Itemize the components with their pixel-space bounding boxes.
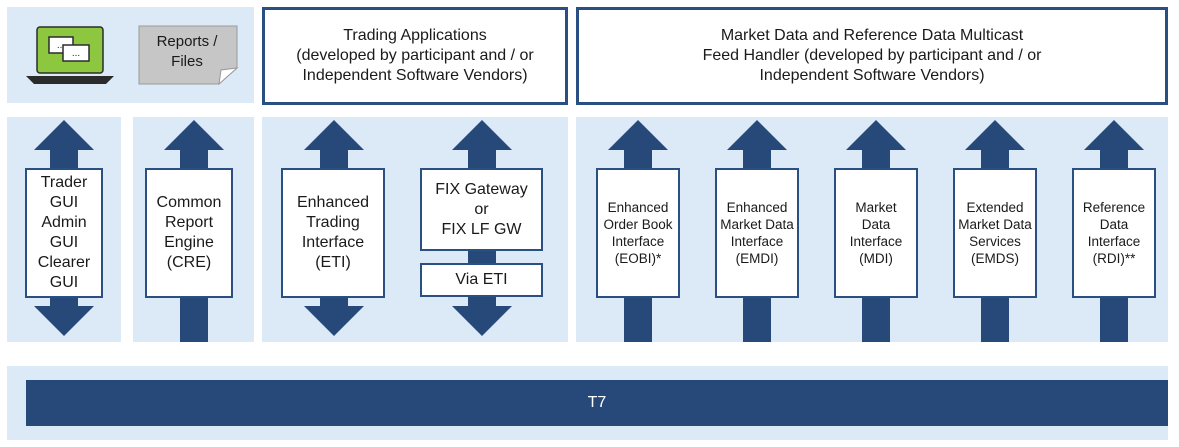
fix-gateway-label: FIX Gateway or FIX LF GW [420,168,543,251]
market-data-feed-handler-box: Market Data and Reference Data Multicast… [576,7,1168,105]
reports-files-label: Reports / Files [156,33,218,70]
svg-text:...: ... [72,48,80,59]
rdi-label: Reference Data Interface (RDI)** [1072,168,1156,298]
svg-text:...: ... [57,40,65,51]
via-eti-label: Via ETI [420,263,543,297]
laptop-icon: ... ... [24,24,116,86]
trading-applications-label: Trading Applications (developed by parti… [296,27,534,84]
gui-label: Trader GUI Admin GUI Clearer GUI [25,168,103,298]
eti-label: Enhanced Trading Interface (ETI) [281,168,385,298]
t7-bar: T7 [26,380,1168,426]
trading-applications-box: Trading Applications (developed by parti… [262,7,568,105]
eobi-label: Enhanced Order Book Interface (EOBI)* [596,168,680,298]
mdi-label: Market Data Interface (MDI) [834,168,918,298]
t7-label: T7 [587,394,607,411]
emds-label: Extended Market Data Services (EMDS) [953,168,1037,298]
emdi-label: Enhanced Market Data Interface (EMDI) [715,168,799,298]
market-data-feed-handler-label: Market Data and Reference Data Multicast… [702,27,1042,84]
reports-files-document: Reports / Files [137,24,241,86]
cre-label: Common Report Engine (CRE) [145,168,233,298]
